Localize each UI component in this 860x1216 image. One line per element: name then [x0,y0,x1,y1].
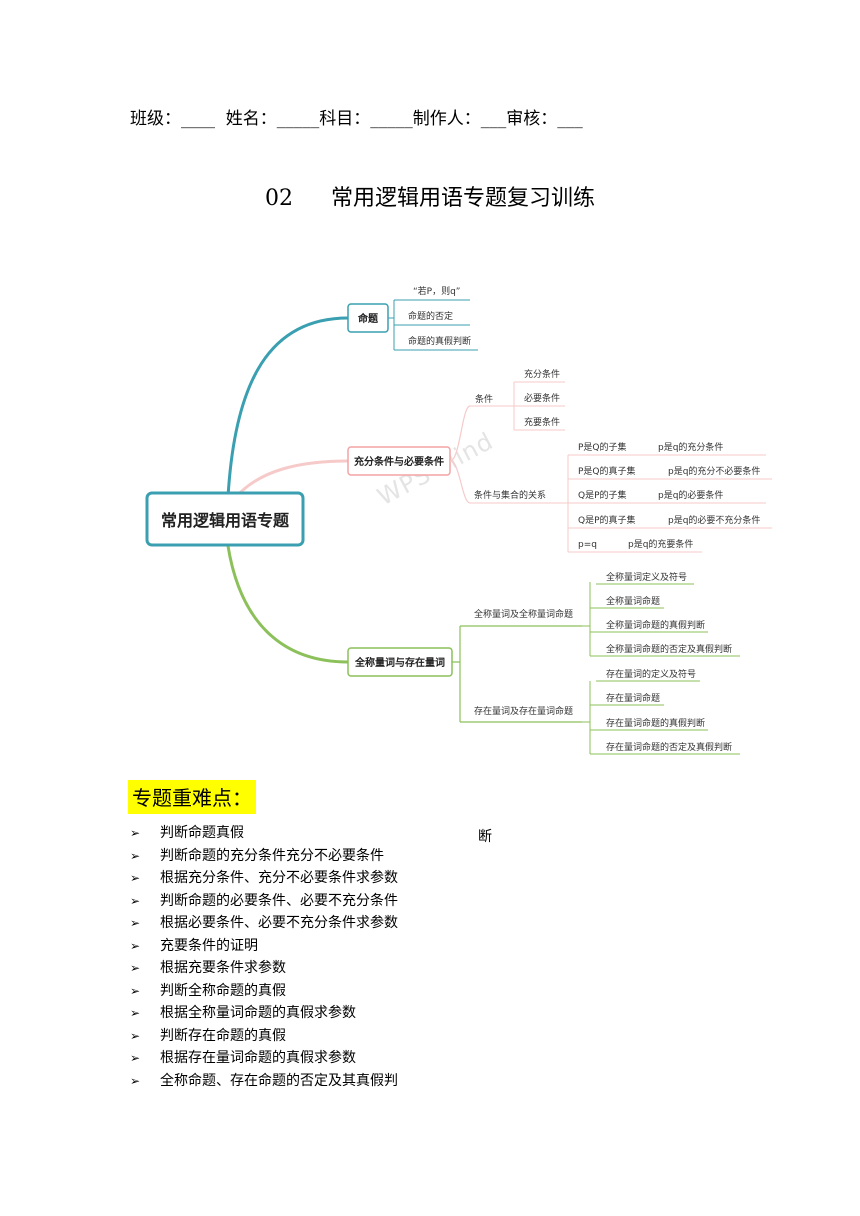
bullet-icon: ➢ [130,848,141,863]
bullet-icon: ➢ [130,1028,141,1043]
leaf-sufficient: 充分条件 [524,368,560,380]
bullet-icon: ➢ [130,1073,141,1088]
list-item: ➢充要条件的证明 [130,935,398,958]
list-item: ➢判断命题的必要条件、必要不充分条件 [130,890,398,913]
bullet-icon: ➢ [130,871,141,885]
pair-right: p是q的必要不充分条件 [668,514,760,526]
leaf-existential-truth: 存在量词命题的真假判断 [606,717,705,729]
leaf-existential-def: 存在量词的定义及符号 [606,668,696,680]
universal-rows [590,583,740,657]
leaf-universal-truth: 全称量词命题的真假判断 [606,619,705,631]
branch-quantifiers-label: 全称量词与存在量词 [354,656,445,669]
pair-right: p是q的充要条件 [628,538,693,550]
leaf-universal-negation: 全称量词命题的否定及真假判断 [606,643,732,655]
leaf-necessary: 必要条件 [524,392,560,404]
leaf-truth-judgment: 命题的真假判断 [408,335,471,347]
branch-conditions-label: 充分条件与必要条件 [354,455,444,468]
connector-root-conditions [234,459,349,498]
branch-proposition-label: 命题 [357,312,379,325]
pair-right: p是q的充分不必要条件 [668,465,760,477]
list-item: ➢根据全称量词命题的真假求参数 [130,1002,398,1025]
connector-root-proposition [226,316,349,498]
bullet-icon: ➢ [130,916,141,930]
list-item: ➢判断命题的充分条件充分不必要条件 [130,845,398,868]
title-text: 常用逻辑用语专题复习训练 [330,186,595,211]
pair-left: p=q [578,540,597,550]
group-conditions-label: 条件 [475,393,493,405]
leaf-if-p-then-q: “若P，则q” [413,285,460,297]
group-universal-label: 全称量词及全称量词命题 [474,608,573,620]
quantifiers-connector [452,625,582,723]
pair-right: p是q的必要条件 [658,489,723,501]
connector-root-quantifiers [226,545,349,664]
proposition-bracket [388,299,400,351]
bullet-icon: ➢ [130,1051,141,1065]
list-item: ➢判断存在命题的真假 [130,1025,398,1048]
bullet-icon: ➢ [130,826,141,840]
stray-character: 断 [478,829,492,845]
existential-bracket [582,681,591,754]
bullet-icon: ➢ [130,1006,141,1020]
list-item: ➢判断全称命题的真假 [130,980,398,1003]
list-item: ➢根据必要条件、必要不充分条件求参数 [130,912,398,935]
list-item: ➢根据充分条件、充分不必要条件求参数 [130,867,398,890]
root-node [145,491,305,547]
bullet-icon: ➢ [130,983,141,998]
pair-left: P是Q的真子集 [578,465,636,477]
list-item: ➢判断命题真假 [130,822,398,845]
group-existential-label: 存在量词及存在量词命题 [474,705,573,717]
list-item: ➢根据充要条件求参数 [130,957,398,980]
pair-left: Q是P的子集 [578,489,627,501]
leaf-sufficient-necessary: 充要条件 [524,416,560,428]
conditions-connector [449,405,471,504]
leaf-existential-prop: 存在量词命题 [606,692,660,704]
bullet-icon: ➢ [130,961,141,975]
title-number: 02 [264,186,293,211]
group-set-relation-label: 条件与集合的关系 [474,489,546,501]
bullet-icon: ➢ [130,938,141,953]
leaf-universal-prop: 全称量词命题 [606,595,660,607]
leaf-universal-def: 全称量词定义及符号 [606,571,687,583]
root-node-label: 常用逻辑用语专题 [161,511,290,530]
pair-left: P是Q的子集 [578,441,627,453]
key-points-list: ➢判断命题真假 ➢判断命题的充分条件充分不必要条件 ➢根据充分条件、充分不必要条… [130,822,398,1092]
document-header-line: 班级：____ 姓名：_____科目：_____制作人：___审核：___ [130,109,583,129]
set-relation-bracket [562,455,569,552]
bullet-icon: ➢ [130,893,141,908]
page-title: 02 常用逻辑用语专题复习训练 [0,180,860,212]
leaf-existential-negation: 存在量词命题的否定及真假判断 [606,741,732,753]
mind-map: 常用逻辑用语专题 命题 “若P，则q” 命题的否定 命题的真假判断 充分条件与必… [145,285,772,755]
pair-left: Q是P的真子集 [578,514,636,526]
leaf-negation: 命题的否定 [408,310,453,322]
list-item: ➢根据存在量词命题的真假求参数 [130,1047,398,1070]
existential-rows [590,680,740,755]
list-item: ➢全称命题、存在命题的否定及其真假判 [130,1070,398,1093]
set-relation-rows [568,454,772,553]
universal-bracket [582,582,591,656]
key-points-heading: 专题重难点： [128,780,256,814]
conditions-subbracket [508,381,565,431]
pair-right: p是q的充分条件 [658,441,723,453]
